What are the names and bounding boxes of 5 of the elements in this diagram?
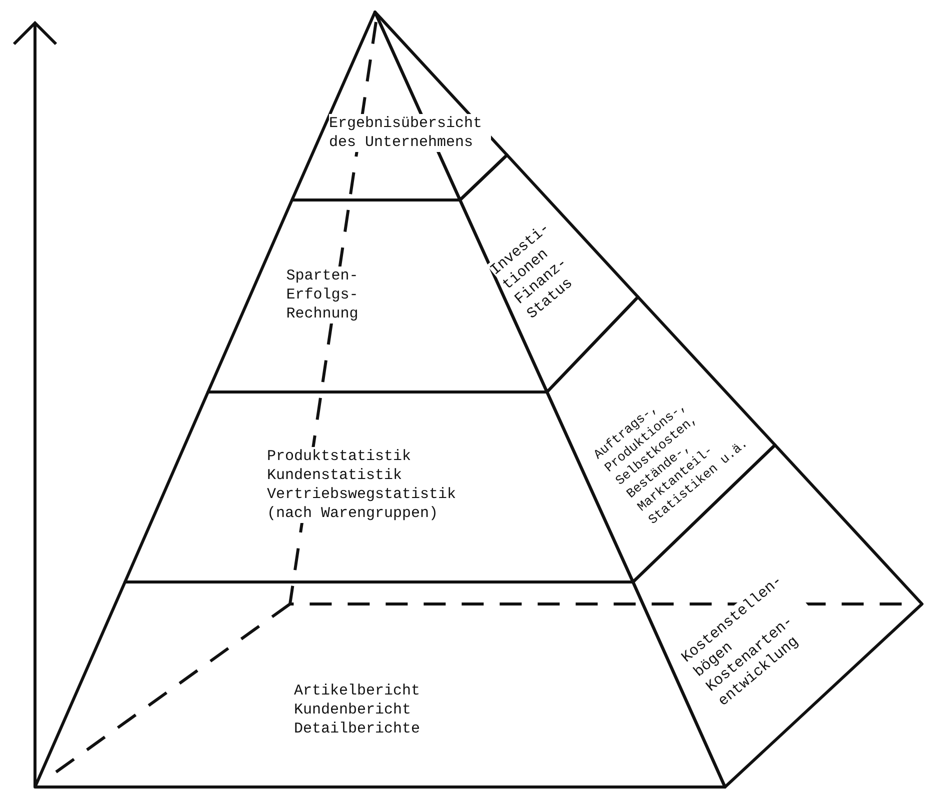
section-text: (nach Warengruppen) <box>266 504 438 523</box>
section-text: Kundenstatistik <box>266 466 402 485</box>
section-text: Vertriebswegstatistik <box>266 485 456 504</box>
pyramid-section <box>460 155 638 392</box>
section-text: Ergebnisübersicht des Unternehmens <box>329 114 491 152</box>
